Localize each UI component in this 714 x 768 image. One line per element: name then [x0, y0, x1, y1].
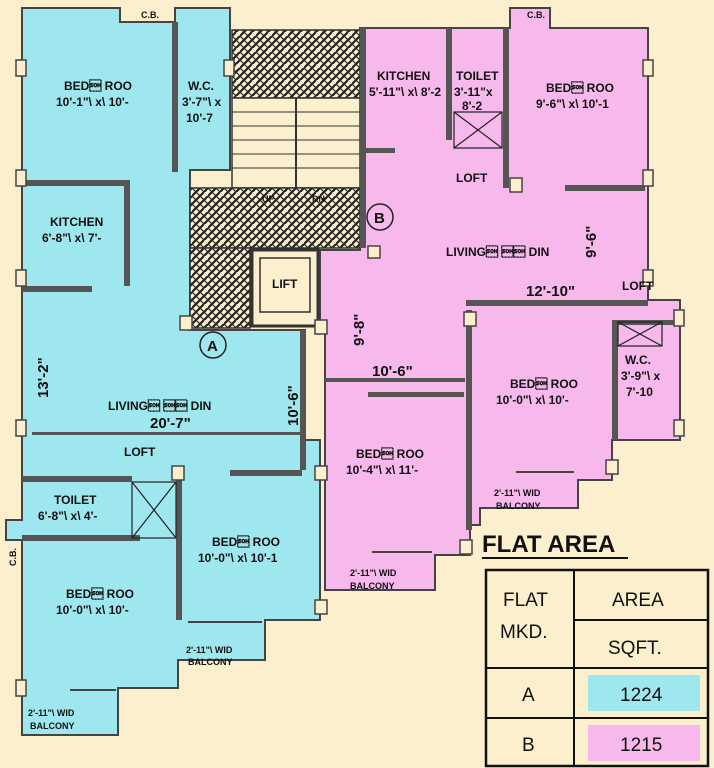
lift-label: LIFT — [272, 277, 298, 291]
table-header-flat-1: FLAT — [503, 590, 548, 611]
flat-a-wc-size1: 3'-7"\ x — [182, 95, 222, 109]
flat-a-wc-name: W.C. — [188, 79, 214, 93]
table-header-area: AREA — [612, 590, 664, 611]
flat-b-right-height: 9'-6" — [583, 226, 600, 258]
flat-b-loft-1: LOFT — [456, 171, 488, 185]
flat-b-wc-size1: 3'-9"\ x — [621, 369, 661, 383]
flat-b-lower-width: 10'-6" — [372, 363, 413, 380]
stair-treads — [232, 98, 360, 188]
flat-a-loft: LOFT — [124, 445, 156, 459]
table-row-b-area: 1215 — [620, 735, 662, 756]
flat-a-balcony-1-label: BALCONY — [188, 657, 233, 667]
flat-a-cb-left: C.B. — [8, 548, 18, 566]
flat-a-living-height: 13'-2" — [35, 357, 52, 398]
flat-b-kitchen-size: 5'-11"\ x\ 8'-2 — [369, 85, 441, 99]
flat-a-bedroom-2-name: BED ROO — [212, 535, 280, 549]
flat-b-bedroom-2-size: 10'-0"\ x\ 10'- — [496, 393, 569, 407]
flat-a-marker: A — [207, 338, 218, 355]
table-row-a-flat: A — [522, 685, 535, 706]
flat-b-marker-circle — [366, 203, 394, 231]
flat-b-bedroom-3-name: BED ROO — [356, 447, 424, 461]
flat-a-right-height: 10'-6" — [285, 385, 302, 426]
flat-a-bedroom-3-name: BED ROO — [66, 587, 134, 601]
flat-a-marker-circle — [199, 331, 227, 359]
flat-b-wc-size2: 7'-10 — [626, 385, 653, 399]
flat-a-balcony-2-label: BALCONY — [30, 721, 75, 731]
flat-b-toilet-size2: 8'-2 — [462, 99, 483, 113]
loft-marks — [131, 111, 663, 539]
balcony-rails — [70, 471, 574, 691]
flat-b-wc-name: W.C. — [625, 353, 651, 367]
table-header-unit: SQFT. — [608, 638, 662, 659]
internal-walls — [22, 22, 678, 620]
flat-a-bedroom-3-size: 10'-0"\ x\ 10'- — [56, 603, 129, 617]
flat-b-balcony-1-width: 2'-11"\ WID — [350, 568, 397, 578]
flat-a-bedroom-1-name: BED ROO — [64, 79, 132, 93]
flat-b-toilet-name: TOILET — [456, 69, 499, 83]
flat-a-bedroom-1-size: 10'-1"\ x\ 10'- — [56, 95, 129, 109]
flat-a-living-name: LIVING  DIN — [108, 399, 211, 413]
area-cell-b — [588, 725, 700, 761]
flat-a-wc-size2: 10'-7 — [186, 111, 213, 125]
flat-b-labels: C.B. KITCHEN 5'-11"\ x\ 8'-2 TOILET 3'-1… — [346, 10, 661, 591]
flat-a-bedroom-2-size: 10'-0"\ x\ 10'-1 — [198, 551, 278, 565]
flat-b-marker: B — [374, 210, 385, 227]
flat-b-bedroom-2-name: BED ROO — [510, 377, 578, 391]
area-cell-a — [588, 675, 700, 711]
flat-b-kitchen-name: KITCHEN — [377, 69, 430, 83]
table-row-a-area: 1224 — [620, 685, 663, 706]
flat-a-toilet-name: TOILET — [54, 493, 97, 507]
flat-a-balcony-1-width: 2'-11"\ WID — [186, 645, 233, 655]
flat-b-loft-2: LOFT — [622, 279, 654, 293]
flat-area-title: FLAT AREA — [482, 531, 615, 558]
flat-a-kitchen-name: KITCHEN — [50, 215, 103, 229]
stair-landing-bottom-hatch — [189, 187, 361, 249]
stair-dn-label: DN — [312, 194, 325, 204]
stair-landing-left-hatch — [189, 247, 251, 329]
flat-b-living-name: LIVING  DIN — [446, 245, 549, 259]
flat-a-living-width: 20'-7" — [150, 415, 191, 432]
flat-b-bedroom-1-size: 9'-6"\ x\ 10'-1 — [536, 97, 609, 111]
flat-b-balcony-1-label: BALCONY — [350, 581, 395, 591]
table-row-b-flat: B — [522, 735, 535, 756]
flat-b-bedroom-1-name: BED ROO — [546, 81, 614, 95]
wall-pillars — [15, 59, 685, 697]
flat-area-table: FLAT AREA FLAT MKD. AREA SQFT. A 1224 B … — [482, 531, 710, 768]
flat-a-balcony-2-width: 2'-11"\ WID — [28, 708, 75, 718]
flat-b-cb-top: C.B. — [527, 10, 545, 20]
flat-a-labels: C.B. BED ROO 10'-1"\ x\ 10'- W.C. 3'-7"… — [8, 10, 302, 731]
flat-a-cb-top: C.B. — [141, 10, 159, 20]
flat-a-kitchen-size: 6'-8"\ x\ 7'- — [42, 231, 101, 245]
stair-core: UP DN LIFT — [189, 29, 361, 329]
stair-landing-top-hatch — [231, 29, 361, 99]
flat-b-balcony-2-label: BALCONY — [496, 501, 541, 511]
stair-up-label: UP — [262, 194, 275, 204]
flat-a-toilet-size: 6'-8"\ x\ 4'- — [38, 509, 97, 523]
flat-b-left-height: 9'-8" — [351, 314, 368, 346]
flat-b-living-width: 12'-10" — [526, 283, 575, 300]
table-header-flat-2: MKD. — [500, 622, 548, 643]
flat-b-bedroom-3-size: 10'-4"\ x\ 11'- — [346, 463, 418, 477]
flat-b-balcony-2-width: 2'-11"\ WID — [494, 488, 541, 498]
lift-car — [259, 257, 311, 313]
flat-b-toilet-size1: 3'-11"x — [454, 85, 493, 99]
